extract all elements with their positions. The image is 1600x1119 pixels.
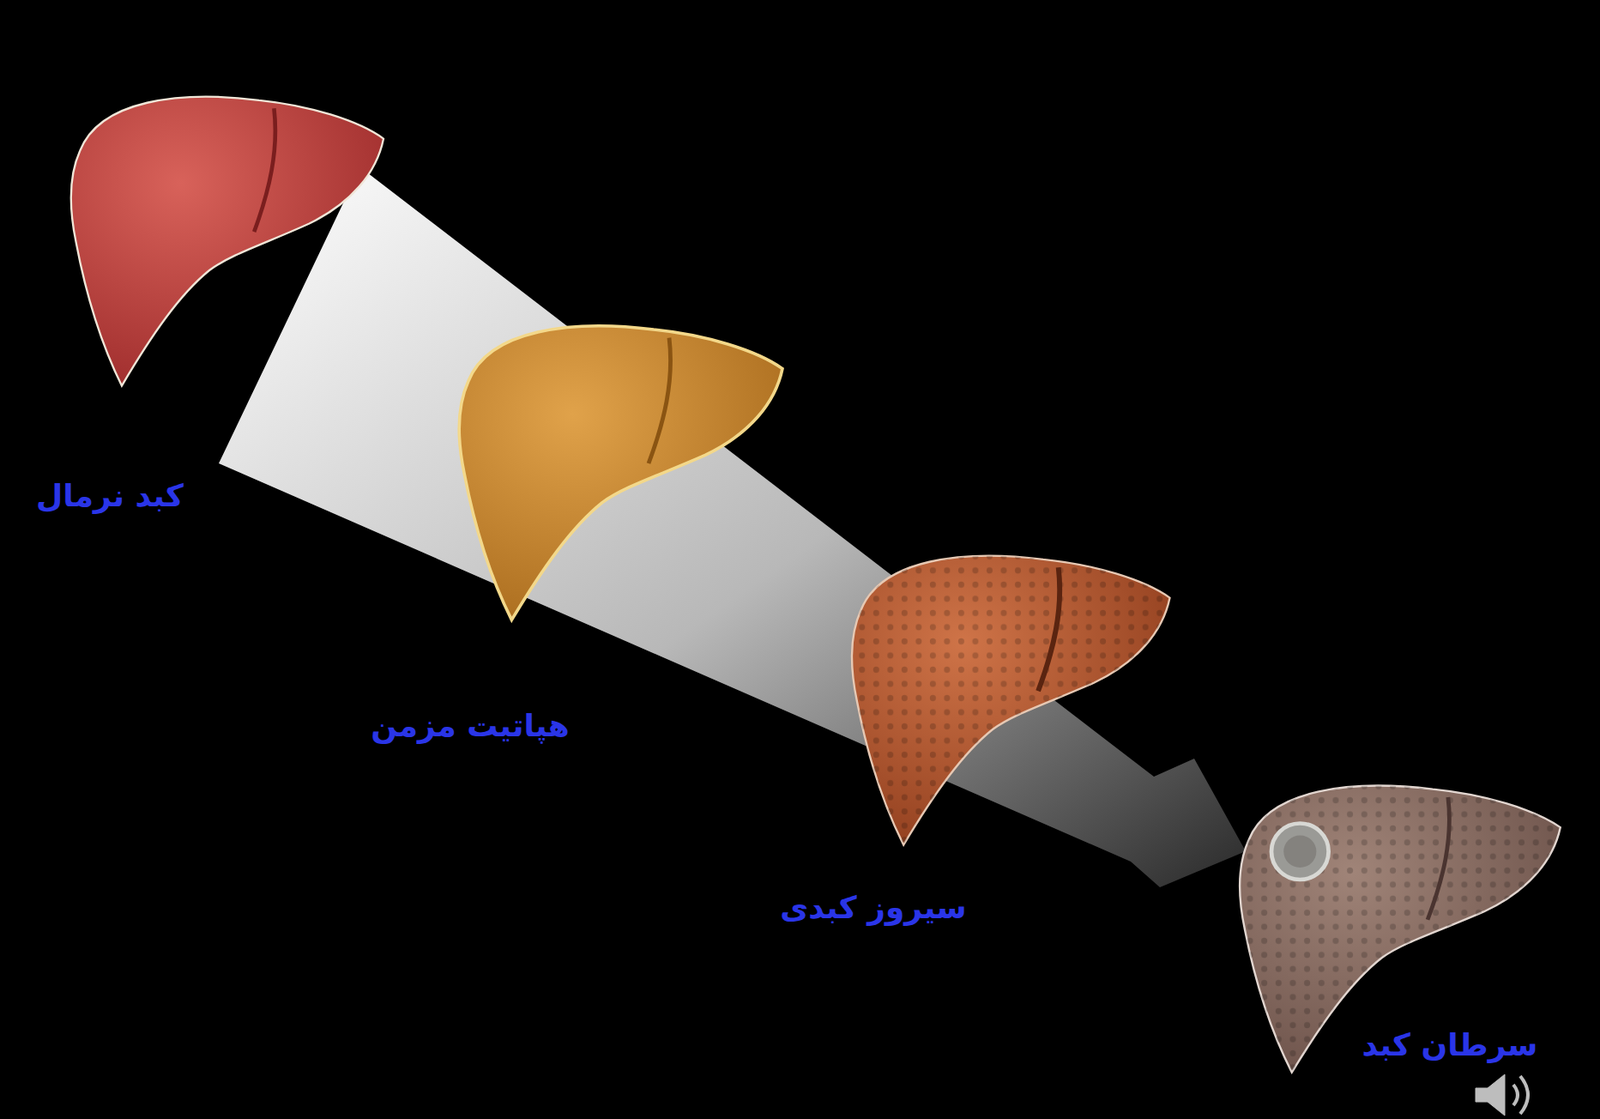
speaker-icon [1475,1074,1528,1116]
stage-label: کبد نرمال [29,475,191,516]
stage-label: هپاتیت مزمن [363,705,576,746]
progression-arrow [218,167,1246,888]
stage-label: سیروز کبدی [772,887,974,928]
stage-label: سرطان کبد [1355,1024,1546,1065]
